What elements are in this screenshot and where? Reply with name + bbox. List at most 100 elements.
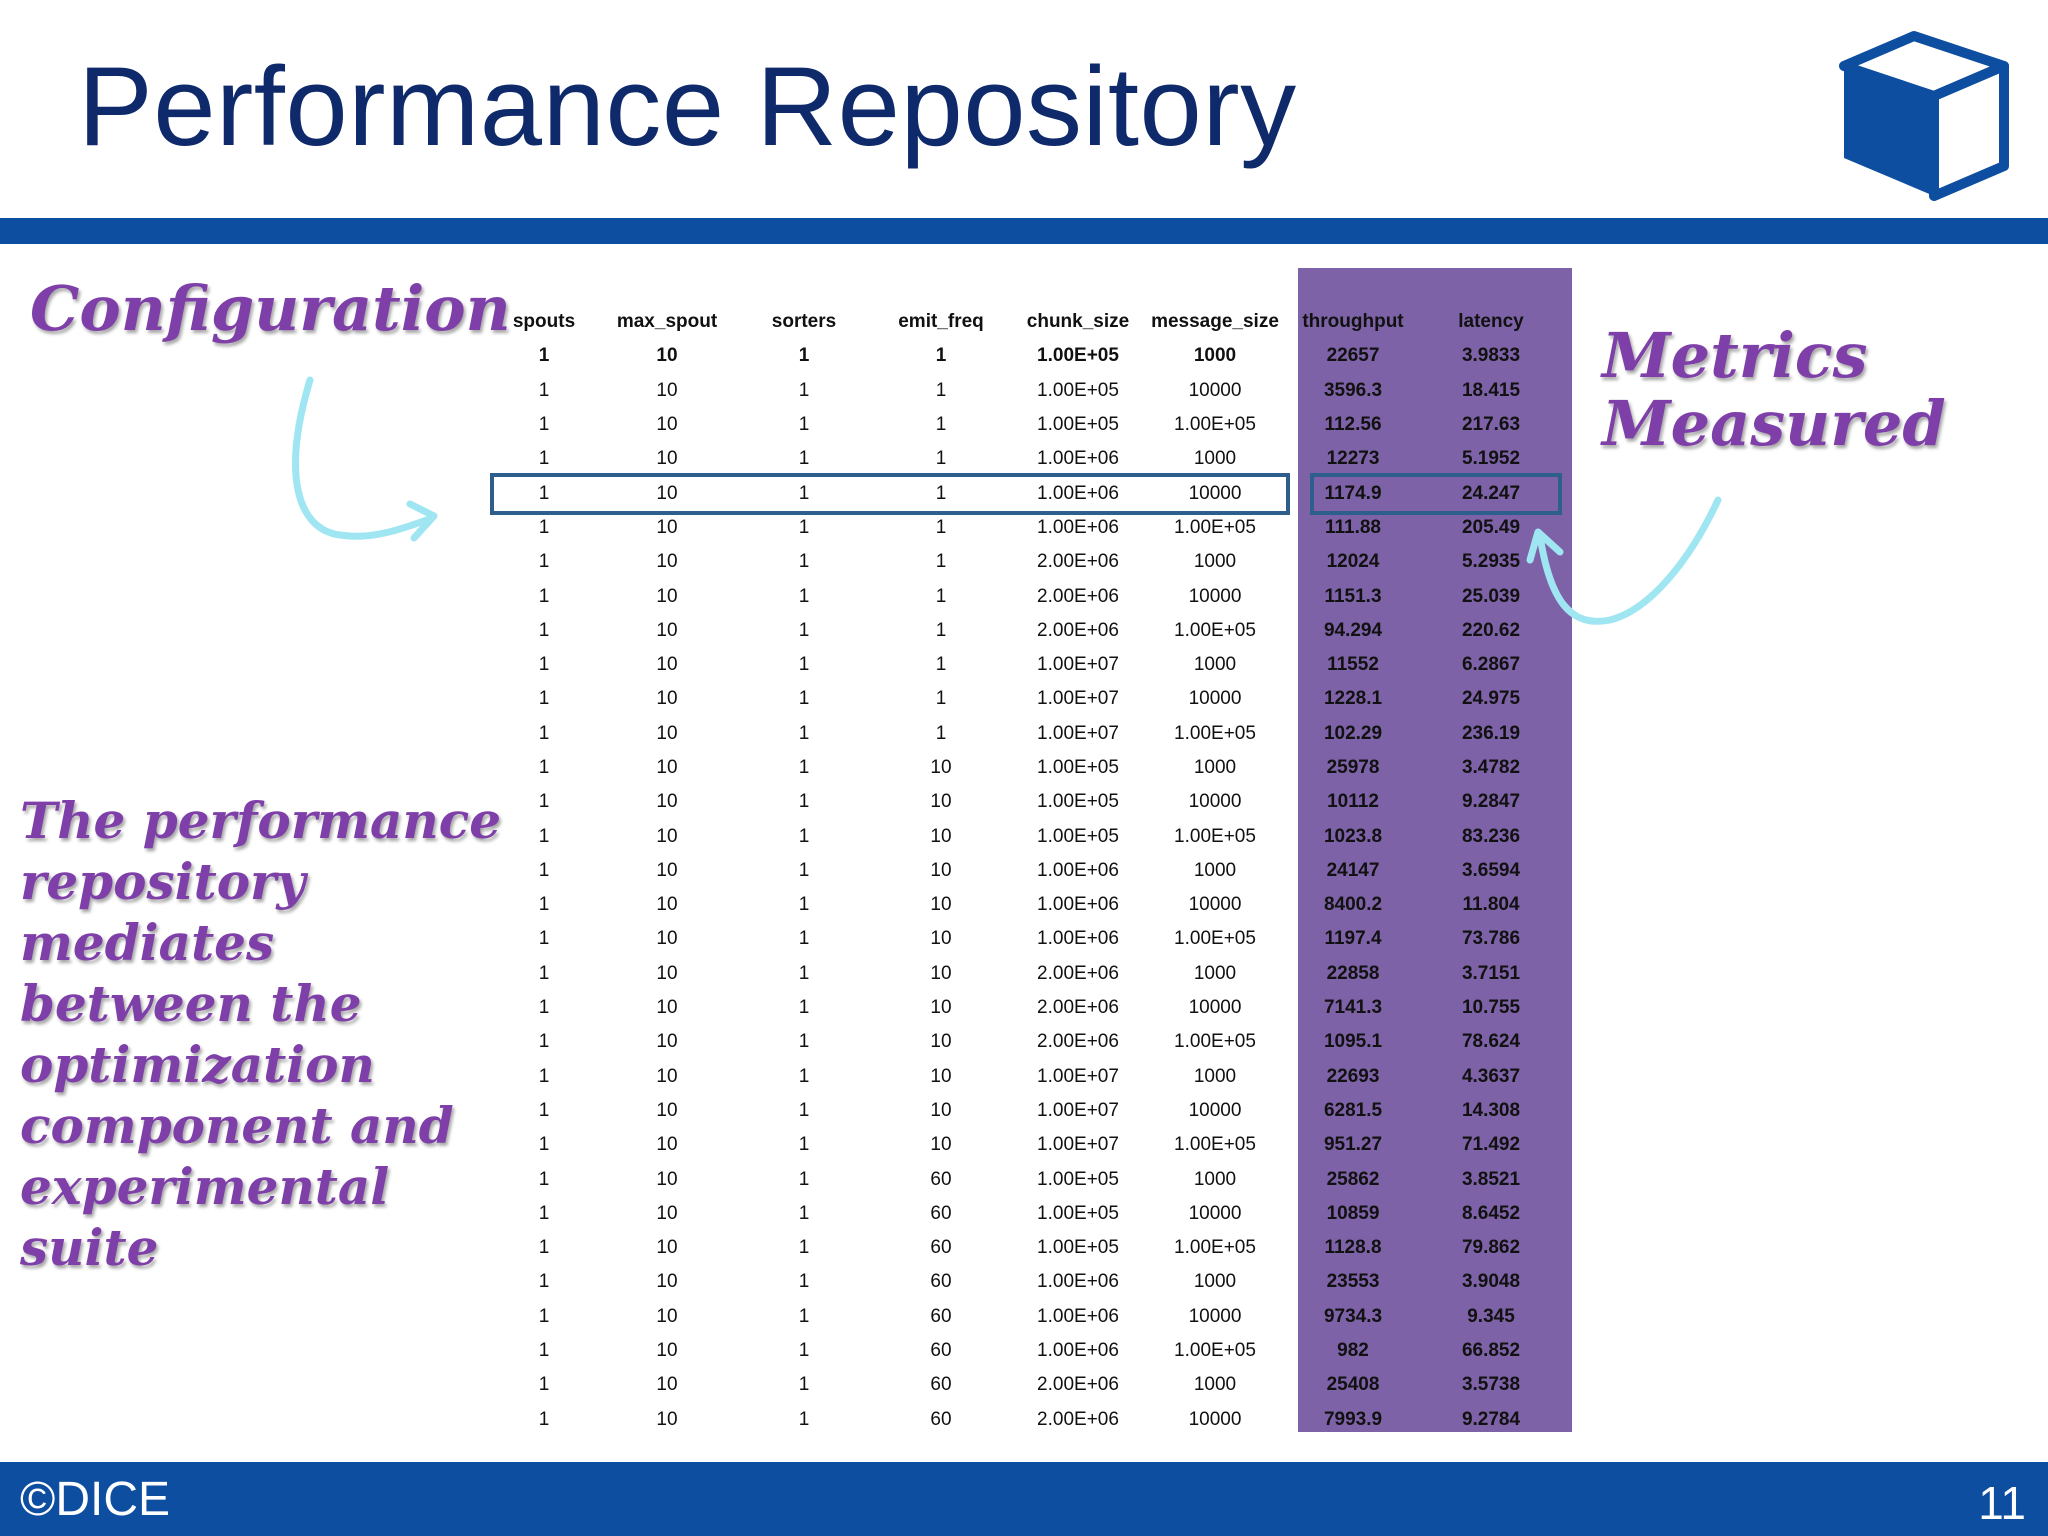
cell-emit-freq: 60	[930, 1340, 952, 1362]
cell-message-size: 10000	[1188, 1099, 1242, 1121]
cell-emit-freq: 1	[935, 654, 947, 676]
cell-latency: 220.62	[1461, 619, 1521, 641]
cell-chunk-size: 1.00E+06	[1037, 928, 1119, 950]
cell-sorters: 1	[798, 482, 810, 504]
cell-chunk-size: 1.00E+06	[1037, 516, 1119, 538]
cell-message-size: 1000	[1193, 551, 1237, 573]
cell-spouts: 1	[538, 722, 550, 744]
cell-chunk-size: 1.00E+06	[1037, 448, 1119, 470]
table-header-row: spouts max_spout sorters emit_freq chunk…	[490, 305, 1560, 339]
cell-sorters: 1	[798, 722, 810, 744]
cell-emit-freq: 1	[935, 516, 947, 538]
cell-latency: 25.039	[1461, 585, 1521, 607]
cell-spouts: 1	[538, 1168, 550, 1190]
configuration-annotation: Configuration	[30, 272, 511, 345]
cell-chunk-size: 1.00E+05	[1037, 757, 1119, 778]
cell-spouts: 1	[538, 791, 550, 813]
cell-max-spout: 10	[656, 997, 678, 1019]
cell-message-size: 1.00E+05	[1174, 1340, 1256, 1362]
cell-sorters: 1	[798, 962, 810, 984]
cell-message-size: 1000	[1193, 757, 1237, 778]
cell-chunk-size: 1.00E+05	[1037, 1237, 1119, 1259]
cell-chunk-size: 1.00E+07	[1037, 722, 1119, 744]
description-annotation: The performance repository mediates betw…	[20, 791, 502, 1277]
cell-throughput: 102.29	[1323, 722, 1383, 744]
cell-sorters: 1	[798, 1099, 810, 1121]
cell-latency: 6.2867	[1461, 654, 1521, 676]
cell-spouts: 1	[538, 928, 550, 950]
cell-max-spout: 10	[656, 1168, 678, 1190]
cell-emit-freq: 10	[930, 1065, 952, 1087]
cell-latency: 5.1952	[1461, 448, 1521, 470]
cell-chunk-size: 2.00E+06	[1037, 1031, 1119, 1053]
cell-max-spout: 10	[656, 757, 678, 778]
cell-chunk-size: 2.00E+06	[1037, 585, 1119, 607]
cell-chunk-size: 1.00E+07	[1037, 1134, 1119, 1156]
cell-message-size: 1.00E+05	[1174, 1237, 1256, 1259]
cell-chunk-size: 1.00E+07	[1037, 654, 1119, 676]
cell-sorters: 1	[798, 1271, 810, 1293]
cell-max-spout: 10	[656, 379, 678, 401]
cell-chunk-size: 2.00E+06	[1037, 962, 1119, 984]
cell-max-spout: 10	[656, 1374, 678, 1396]
cell-chunk-size: 1.00E+05	[1037, 791, 1119, 813]
cell-spouts: 1	[538, 825, 550, 847]
cell-message-size: 1.00E+05	[1174, 1134, 1256, 1156]
cell-throughput: 22657	[1326, 345, 1380, 367]
cell-spouts: 1	[538, 1305, 550, 1327]
cell-sorters: 1	[798, 928, 810, 950]
cell-latency: 9.345	[1467, 1305, 1515, 1327]
cell-max-spout: 10	[656, 1237, 678, 1259]
cell-sorters: 1	[798, 345, 810, 367]
cell-emit-freq: 10	[930, 859, 952, 881]
cell-chunk-size: 2.00E+06	[1037, 1374, 1119, 1396]
cell-latency: 3.8521	[1461, 1168, 1521, 1190]
cell-latency: 71.492	[1461, 1134, 1521, 1156]
cell-max-spout: 10	[656, 825, 678, 847]
header-sorters: sorters	[771, 311, 837, 333]
cell-max-spout: 10	[656, 1202, 678, 1224]
cell-message-size: 1.00E+05	[1174, 825, 1256, 847]
cell-emit-freq: 10	[930, 791, 952, 813]
cell-latency: 8.6452	[1461, 1202, 1521, 1224]
cell-message-size: 10000	[1188, 1305, 1242, 1327]
header-max-spout: max_spout	[616, 311, 718, 333]
cell-max-spout: 10	[656, 1099, 678, 1121]
cell-latency: 79.862	[1461, 1237, 1521, 1259]
copyright-label: ©DICE	[20, 1473, 171, 1526]
cell-emit-freq: 60	[930, 1168, 952, 1190]
cell-throughput: 7993.9	[1323, 1408, 1383, 1430]
cell-sorters: 1	[798, 757, 810, 778]
cell-chunk-size: 1.00E+05	[1037, 414, 1119, 436]
cell-throughput: 112.56	[1324, 414, 1382, 436]
cell-emit-freq: 10	[930, 894, 952, 916]
cell-throughput: 6281.5	[1323, 1099, 1383, 1121]
cell-message-size: 10000	[1188, 1408, 1242, 1430]
cell-max-spout: 10	[656, 1065, 678, 1087]
metrics-line-2: Measured	[1602, 387, 1946, 460]
cell-emit-freq: 1	[935, 379, 947, 401]
cell-message-size: 1000	[1193, 1168, 1237, 1190]
cell-spouts: 1	[538, 1408, 550, 1430]
cell-sorters: 1	[798, 1031, 810, 1053]
cell-sorters: 1	[798, 448, 810, 470]
cell-latency: 3.9833	[1461, 345, 1521, 367]
cell-sorters: 1	[798, 1134, 810, 1156]
cell-emit-freq: 10	[930, 997, 952, 1019]
cell-emit-freq: 10	[930, 825, 952, 847]
cell-sorters: 1	[798, 1237, 810, 1259]
cell-throughput: 25978	[1326, 757, 1380, 778]
cube-logo-icon	[1839, 31, 2009, 201]
cell-throughput: 1174.9	[1324, 482, 1382, 504]
